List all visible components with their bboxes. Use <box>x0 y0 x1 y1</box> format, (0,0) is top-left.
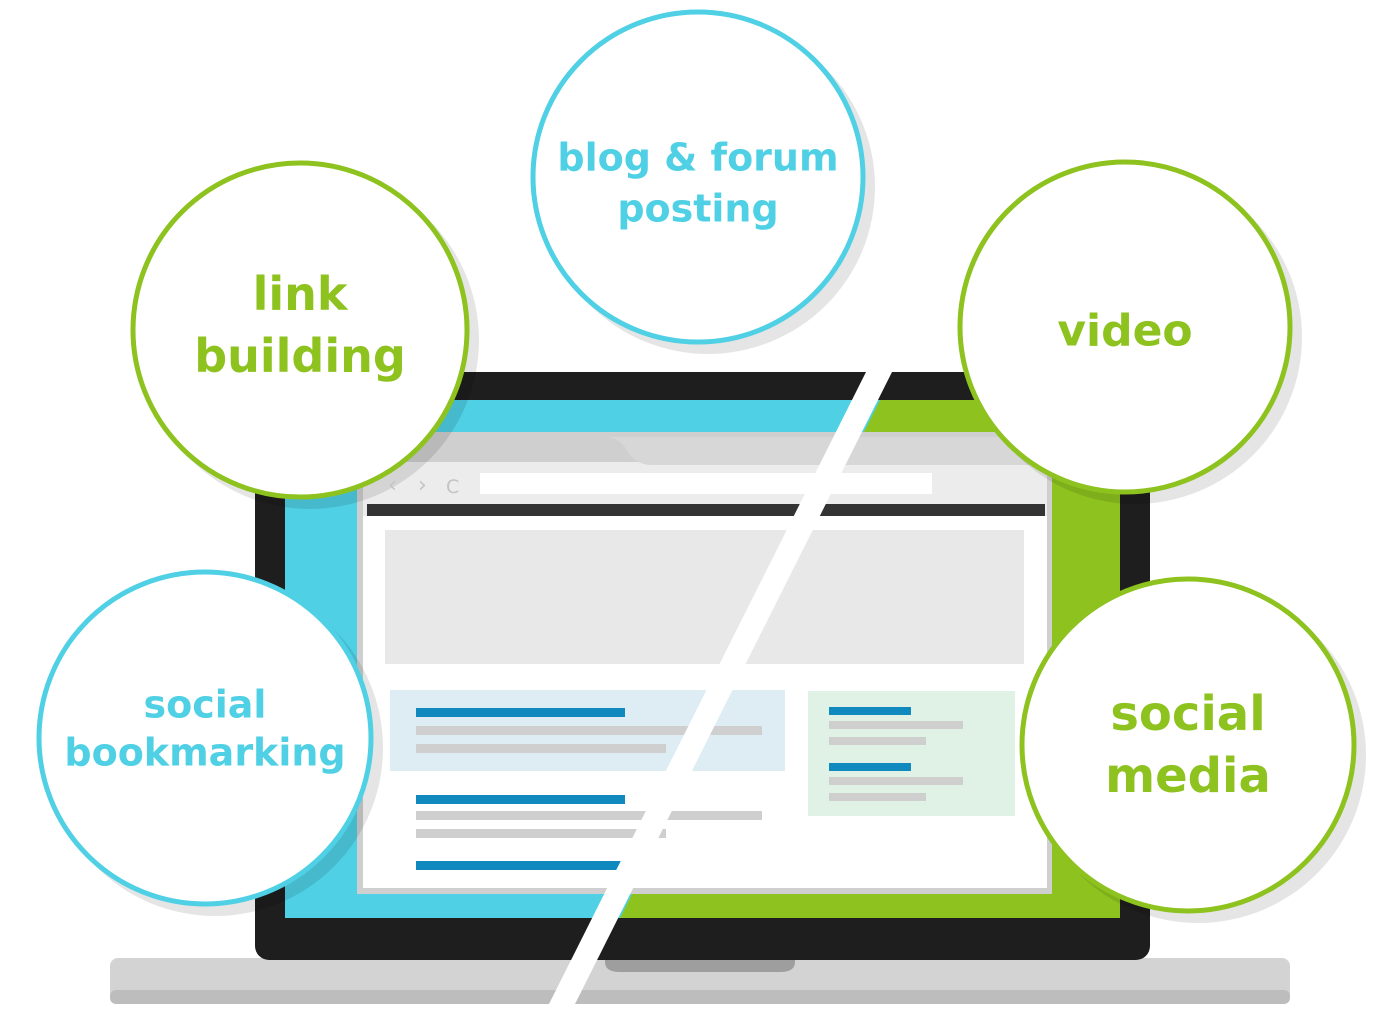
circle-label: video <box>1057 305 1192 356</box>
address-bar[interactable] <box>480 473 932 494</box>
circle-label: posting <box>617 186 778 230</box>
circle-label: link <box>253 267 349 321</box>
circle-label: social <box>1110 686 1265 742</box>
circle-outline <box>36 569 374 907</box>
heading-line <box>829 707 911 715</box>
text-line <box>416 726 762 735</box>
circle-blog: blog & forum posting <box>530 9 875 354</box>
reload-icon[interactable]: C <box>446 476 459 498</box>
circle-video: video <box>957 159 1302 504</box>
text-line <box>829 793 926 801</box>
circle-media: social media <box>1019 576 1366 923</box>
text-line <box>416 811 762 820</box>
text-line <box>829 737 926 745</box>
forward-icon[interactable]: › <box>418 473 427 498</box>
browser-window <box>357 432 1052 894</box>
circle-outline <box>130 160 470 500</box>
heading-line <box>416 795 625 804</box>
diagonal-divider <box>546 372 892 1010</box>
heading-line <box>416 861 625 870</box>
heading-line <box>416 708 625 717</box>
circle-label: building <box>194 329 406 383</box>
hero-banner <box>385 530 1024 664</box>
circle-label: bookmarking <box>64 730 345 774</box>
menu-bar <box>367 504 1045 516</box>
text-line <box>416 744 666 753</box>
circle-label: social <box>144 682 267 726</box>
circle-label: blog & forum <box>557 135 838 179</box>
back-icon[interactable]: ‹ <box>388 473 397 498</box>
circle-outline <box>530 9 866 345</box>
circle-outline <box>1019 576 1357 914</box>
circle-link: link building <box>130 160 479 509</box>
laptop-notch <box>605 958 795 972</box>
circle-outline <box>957 159 1293 495</box>
heading-line <box>829 763 911 771</box>
text-line <box>416 829 666 838</box>
browser-nav-icons: ‹ › C <box>388 473 459 498</box>
circle-label: media <box>1105 748 1271 804</box>
text-line <box>829 721 963 729</box>
text-line <box>829 777 963 785</box>
